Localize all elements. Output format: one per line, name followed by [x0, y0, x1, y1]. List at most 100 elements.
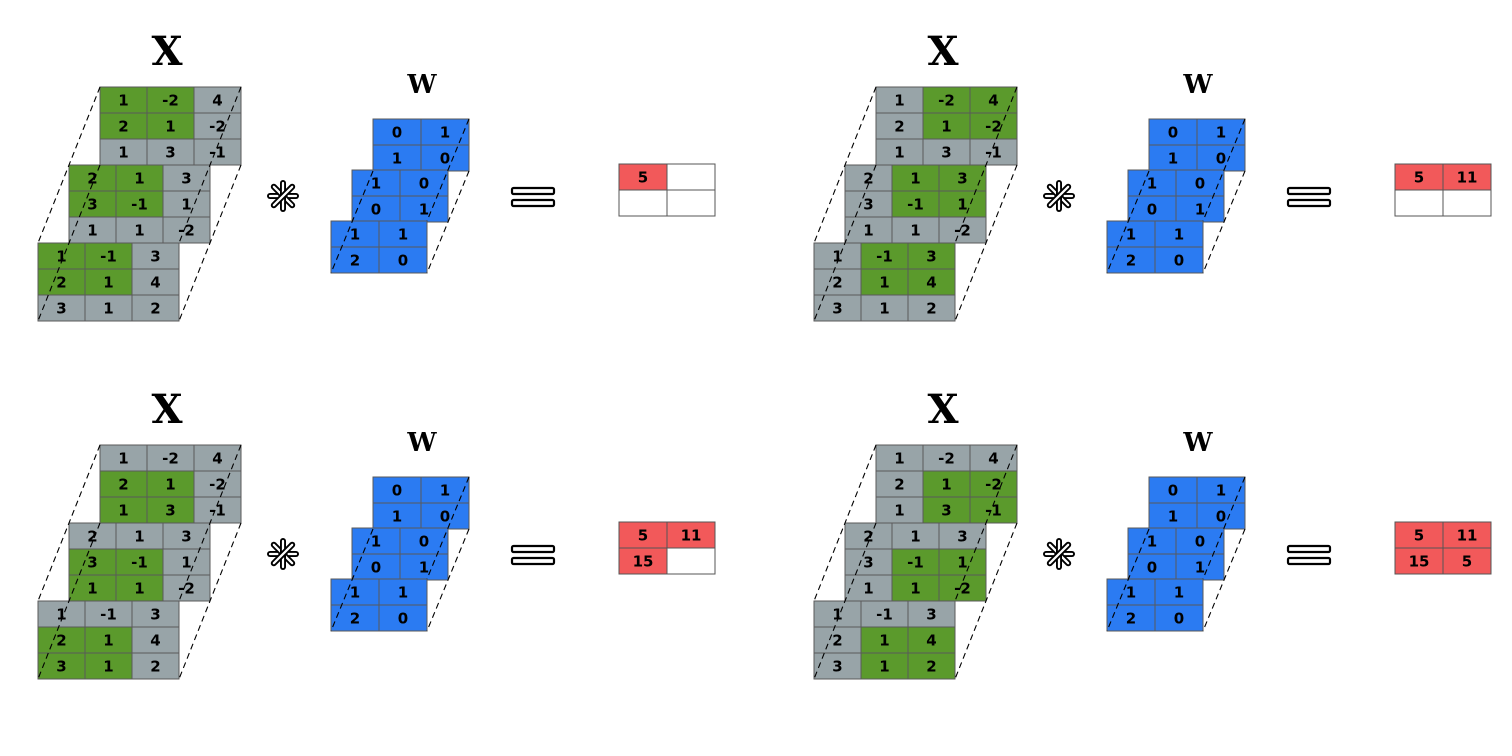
output-cell: [1442, 189, 1492, 217]
input-cell-value: 1: [910, 580, 920, 598]
input-cell-value: 2: [863, 170, 873, 188]
input-cell-value: 1: [56, 606, 66, 624]
input-cell: [922, 444, 971, 472]
output-cell: [666, 189, 716, 217]
filter-cell: [420, 476, 470, 504]
filter-cell-value: 1: [1147, 175, 1157, 193]
output-cell-value: 15: [1409, 553, 1430, 571]
filter-cell: [351, 527, 401, 555]
filter-cell-value: 0: [440, 150, 450, 168]
input-cell-value: 1: [894, 92, 904, 110]
filter-depth-edge: [1202, 528, 1246, 632]
input-cell-value: 1: [103, 632, 113, 650]
input-cell-value: 1: [957, 554, 967, 572]
filter-cell: [1175, 195, 1225, 223]
input-cell-value: -2: [938, 92, 955, 110]
input-cell: [907, 652, 956, 680]
input-cell-value: 3: [863, 554, 873, 572]
input-cell: [938, 216, 987, 244]
filter-cell-value: 1: [1147, 533, 1157, 551]
input-cell: [131, 600, 180, 628]
input-cell-value: 4: [988, 450, 998, 468]
input-cell: [84, 294, 133, 322]
filter-cell: [378, 220, 428, 248]
input-cell: [875, 470, 924, 498]
input-cell: [875, 86, 924, 114]
input-cell: [891, 216, 940, 244]
output-cell: [1442, 521, 1492, 549]
filter-cell-value: 1: [1126, 226, 1136, 244]
output-cell-value: 5: [638, 527, 648, 545]
filter-cell-value: 1: [350, 226, 360, 244]
input-cell-value: 1: [87, 222, 97, 240]
input-label: X: [927, 28, 958, 75]
input-cell: [813, 242, 862, 270]
filter-cell-value: 0: [392, 482, 402, 500]
filter-cell: [1148, 144, 1198, 172]
input-cell-value: 1: [165, 476, 175, 494]
input-cell: [875, 138, 924, 166]
filter-cell: [1196, 144, 1246, 172]
input-cell-value: 2: [150, 658, 160, 676]
input-cell-value: 3: [87, 196, 97, 214]
input-cell-value: -2: [209, 118, 226, 136]
input-label: X: [927, 386, 958, 433]
input-depth-edge: [813, 444, 877, 602]
input-cell-value: 1: [118, 450, 128, 468]
filter-cell: [1154, 220, 1204, 248]
input-cell: [193, 112, 242, 140]
input-cell-value: 2: [926, 658, 936, 676]
input-cell: [115, 548, 164, 576]
input-cell-value: 1: [879, 632, 889, 650]
asterisk-icon: [1043, 180, 1075, 212]
filter-cell: [1175, 553, 1225, 581]
filter-cell-value: 0: [398, 610, 408, 628]
filter-cell-value: 0: [1147, 201, 1157, 219]
filter-cell-value: 1: [440, 124, 450, 142]
input-depth-edge: [954, 522, 1018, 680]
input-cell-value: 3: [832, 300, 842, 318]
filter-cell-value: 0: [398, 252, 408, 270]
filter-cell-value: 0: [371, 559, 381, 577]
input-cell-value: -1: [876, 248, 893, 266]
filter-cell: [420, 502, 470, 530]
input-cell-value: 1: [832, 248, 842, 266]
input-cell-value: 4: [212, 450, 222, 468]
filter-label: W: [406, 428, 437, 458]
filter-cell: [1175, 169, 1225, 197]
filter-cell: [399, 195, 449, 223]
input-cell-value: 3: [150, 248, 160, 266]
input-cell: [146, 138, 195, 166]
input-cell-value: 1: [832, 606, 842, 624]
filter-cell-value: 1: [392, 508, 402, 526]
output-cell-value: 11: [681, 527, 702, 545]
input-cell-value: 2: [56, 274, 66, 292]
filter-cell-value: 1: [371, 533, 381, 551]
input-cell: [162, 548, 211, 576]
input-cell: [193, 444, 242, 472]
filter-cell: [1148, 502, 1198, 530]
filter-label: W: [1182, 428, 1213, 458]
filter-cell-value: 2: [350, 610, 360, 628]
input-cell: [193, 138, 242, 166]
input-depth-edge: [37, 86, 101, 244]
input-cell: [84, 652, 133, 680]
input-cell: [162, 574, 211, 602]
input-cell-value: -2: [938, 450, 955, 468]
input-cell: [860, 242, 909, 270]
input-cell-value: 1: [165, 118, 175, 136]
input-cell: [969, 444, 1018, 472]
input-cell: [146, 86, 195, 114]
input-cell: [860, 626, 909, 654]
input-cell-value: 1: [103, 274, 113, 292]
input-cell-value: 1: [181, 196, 191, 214]
filter-cell-value: 0: [419, 533, 429, 551]
input-cell: [37, 268, 86, 296]
input-cell: [193, 496, 242, 524]
input-cell: [844, 164, 893, 192]
input-cell-value: -1: [876, 606, 893, 624]
